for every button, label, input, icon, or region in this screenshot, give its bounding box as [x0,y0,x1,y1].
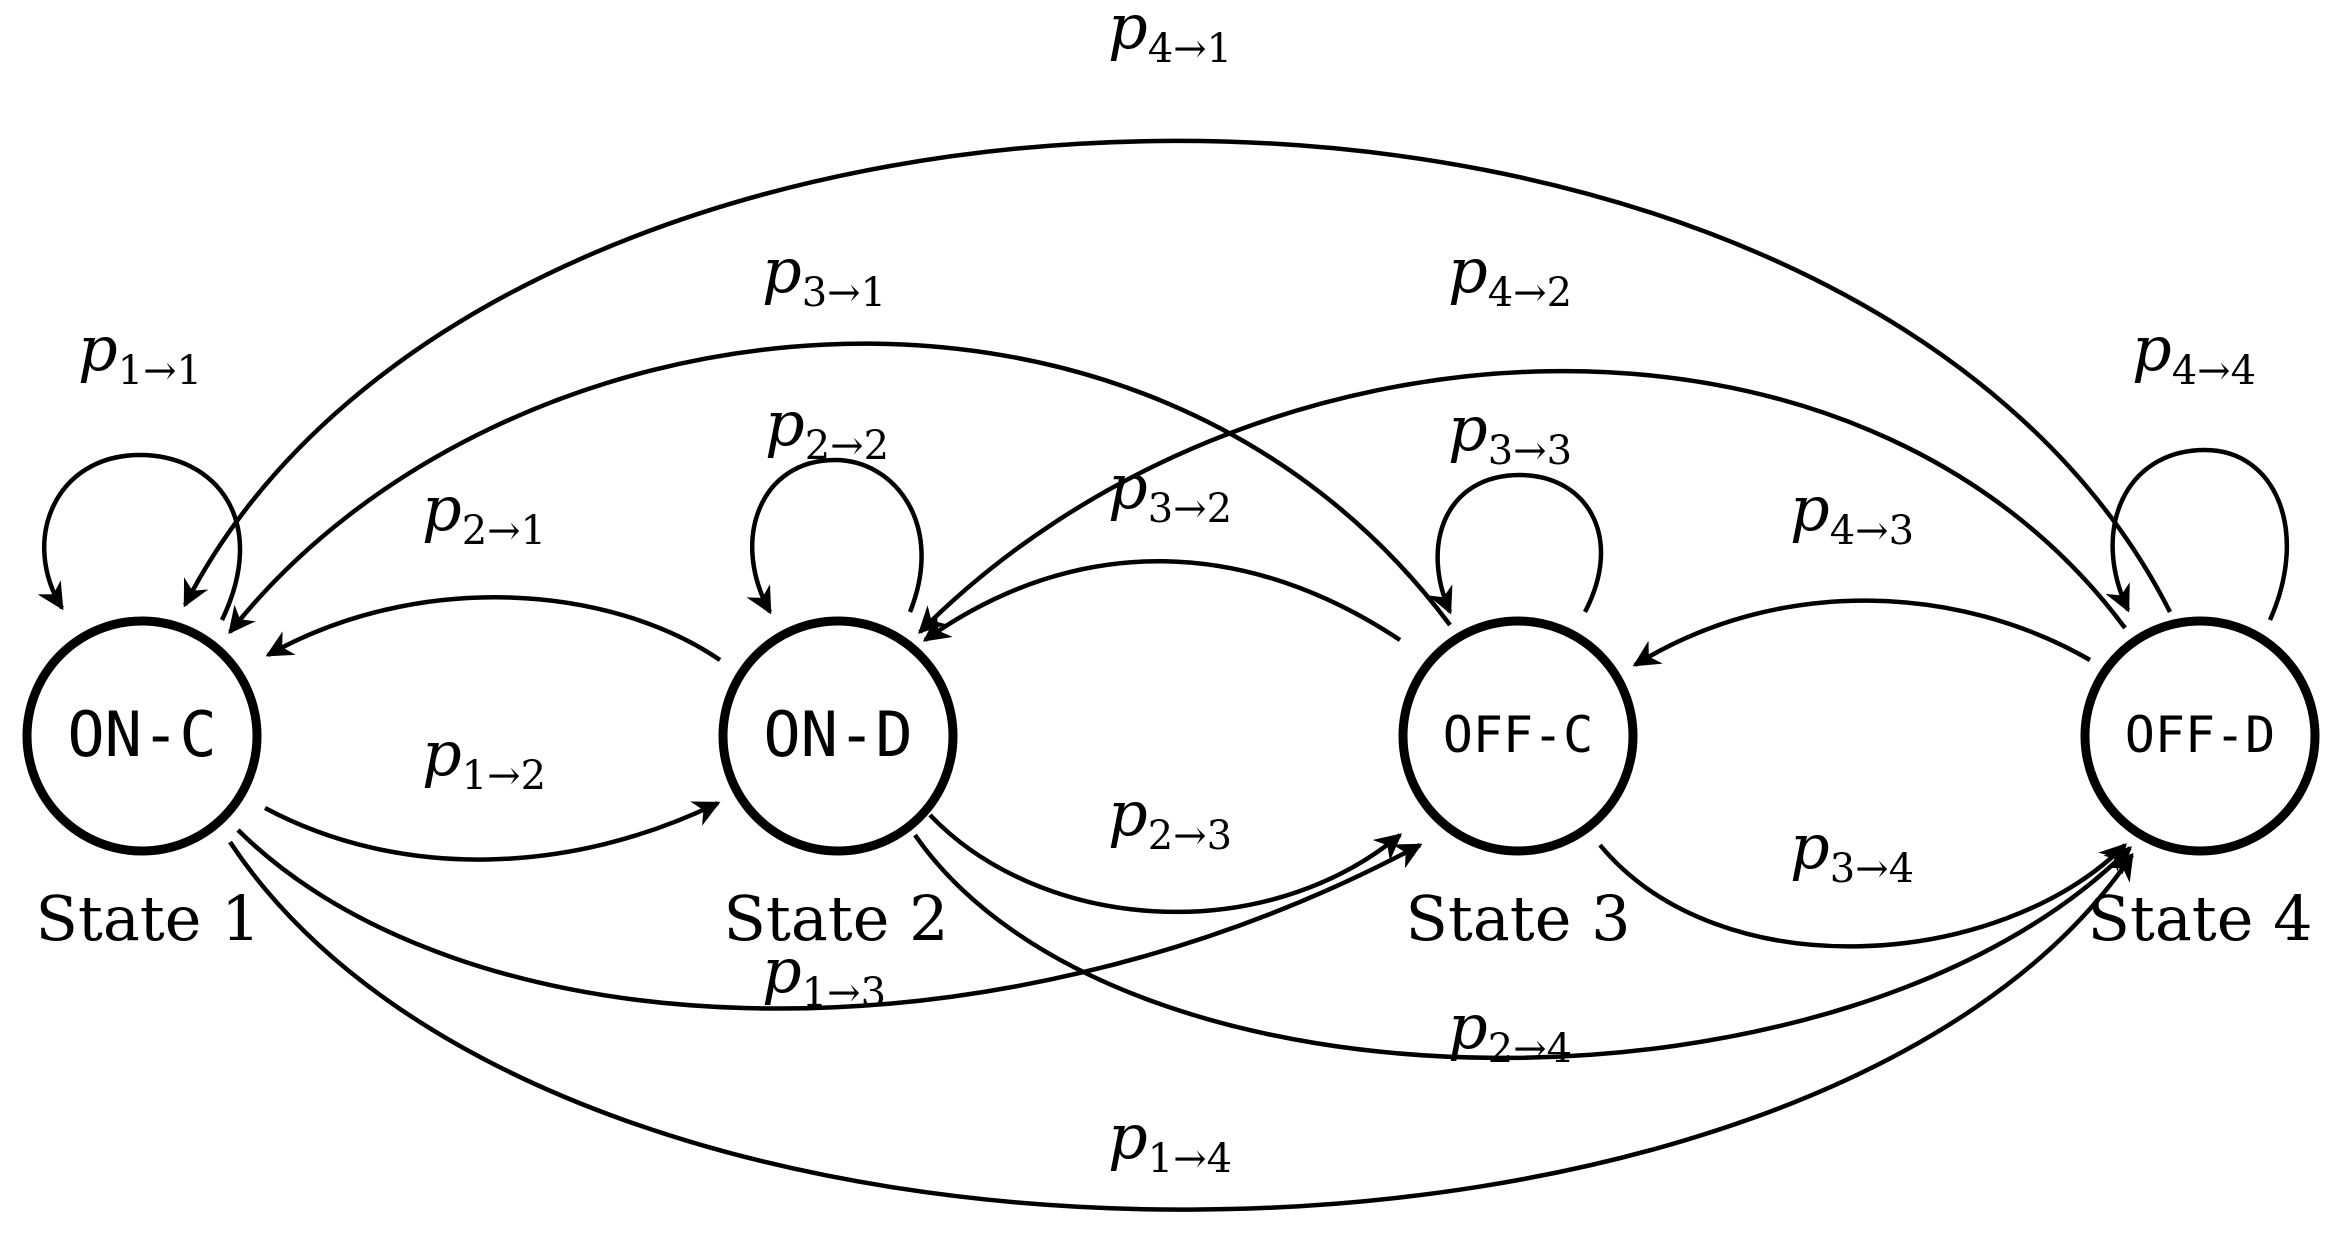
edge-label-2-to-2: p2→2 [765,387,889,469]
node-circle [2080,616,2320,856]
node-state-1[interactable]: ON-C State 1 [22,616,262,955]
node-circle [22,616,262,856]
edge-label-2-to-4: p2→4 [1448,990,1572,1072]
edge-label-3-to-3: p3→3 [1448,392,1572,474]
node-label: OFF-C [1443,706,1594,764]
node-label: ON-C [67,698,216,771]
edge-2-to-1 [265,595,722,662]
edge-1-to-2 [263,800,721,862]
edge-label-2-to-3: p2→3 [1108,777,1232,859]
edge-labels: p1→1 p2→2 p3→3 p4→4 p2→1 p1→2 p3→2 p2→3 … [78,0,2256,1182]
edge-2-to-2 [746,457,924,615]
state-caption: State 2 [723,882,948,955]
edge-1-to-4 [228,840,2134,1212]
edge-label-1-to-4: p1→4 [1108,1100,1232,1182]
edge-label-4-to-2: p4→2 [1448,234,1572,316]
edge-3-to-4 [1598,843,2127,949]
edge-3-to-2 [922,559,1402,642]
edge-1-to-3 [236,828,1423,1011]
node-circle [1398,616,1638,856]
edges [37,138,2289,1212]
edge-label-4-to-3: p4→3 [1790,472,1914,554]
node-state-4[interactable]: OFF-D State 4 [2080,616,2320,955]
edge-label-4-to-1: p4→1 [1108,0,1232,72]
edge-1-to-1 [37,452,243,621]
node-circle [718,616,958,856]
edge-3-to-1 [228,341,1452,635]
edge-label-3-to-2: p3→2 [1108,450,1232,532]
node-state-2[interactable]: ON-D State 2 [718,616,958,955]
edge-label-4-to-4: p4→4 [2132,312,2256,394]
edge-label-1-to-2: p1→2 [422,717,546,799]
state-caption: State 1 [35,882,260,955]
edge-4-to-2 [918,369,2127,634]
edge-2-to-3 [928,813,1403,915]
node-label: OFF-D [2125,706,2276,764]
node-state-3[interactable]: OFF-C State 3 [1398,616,1638,955]
edge-4-to-1 [182,138,2173,614]
edge-label-3-to-1: p3→1 [762,234,886,316]
edge-label-1-to-1: p1→1 [78,312,202,394]
edge-2-to-4 [913,833,2132,1061]
state-caption: State 3 [1405,882,1630,955]
edge-4-to-3 [1632,598,2092,667]
edge-label-3-to-4: p3→4 [1790,810,1914,892]
edge-label-1-to-3: p1→3 [762,934,886,1016]
edge-4-to-4 [2105,447,2289,621]
edge-3-to-3 [1427,472,1604,615]
edge-label-2-to-1: p2→1 [422,472,546,554]
nodes: ON-C State 1 ON-D State 2 OFF-C State 3 … [22,616,2320,955]
state-caption: State 4 [2087,882,2312,955]
node-label: ON-D [763,698,912,771]
